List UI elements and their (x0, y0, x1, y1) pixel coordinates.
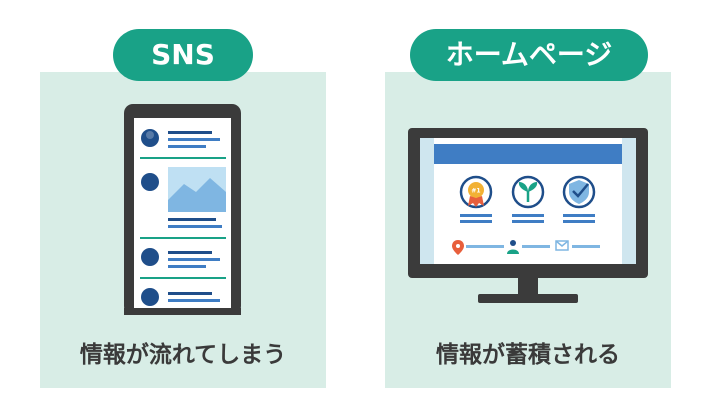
homepage-title-badge: ホームページ (410, 29, 648, 81)
person-icon (507, 240, 519, 254)
smartphone-illustration (124, 104, 241, 315)
monitor-neck (518, 278, 538, 294)
user-avatar-icon (141, 129, 159, 147)
post-item (141, 167, 226, 228)
user-avatar-icon (141, 248, 159, 266)
award-badge-icon: #1 (459, 175, 493, 209)
mail-icon (555, 240, 569, 251)
post-divider (140, 237, 226, 239)
post-divider (140, 277, 226, 279)
sns-caption: 情報が流れてしまう (79, 342, 287, 368)
location-pin-icon (452, 240, 464, 255)
homepage-caption: 情報が蓄積される (436, 342, 620, 368)
post-item (141, 288, 220, 306)
web-page-header (434, 144, 622, 164)
desktop-monitor-illustration: #1 (408, 128, 648, 303)
user-avatar-icon (141, 288, 159, 306)
sprout-icon (511, 175, 545, 209)
phone-screen (134, 118, 231, 315)
post-item (141, 129, 220, 148)
user-avatar-icon (141, 173, 159, 191)
award-badge-label: #1 (471, 188, 480, 195)
sns-title-badge: SNS (113, 29, 253, 81)
shield-check-icon (562, 175, 596, 209)
post-item (141, 248, 220, 268)
post-divider (140, 157, 226, 159)
monitor-base (478, 294, 578, 303)
